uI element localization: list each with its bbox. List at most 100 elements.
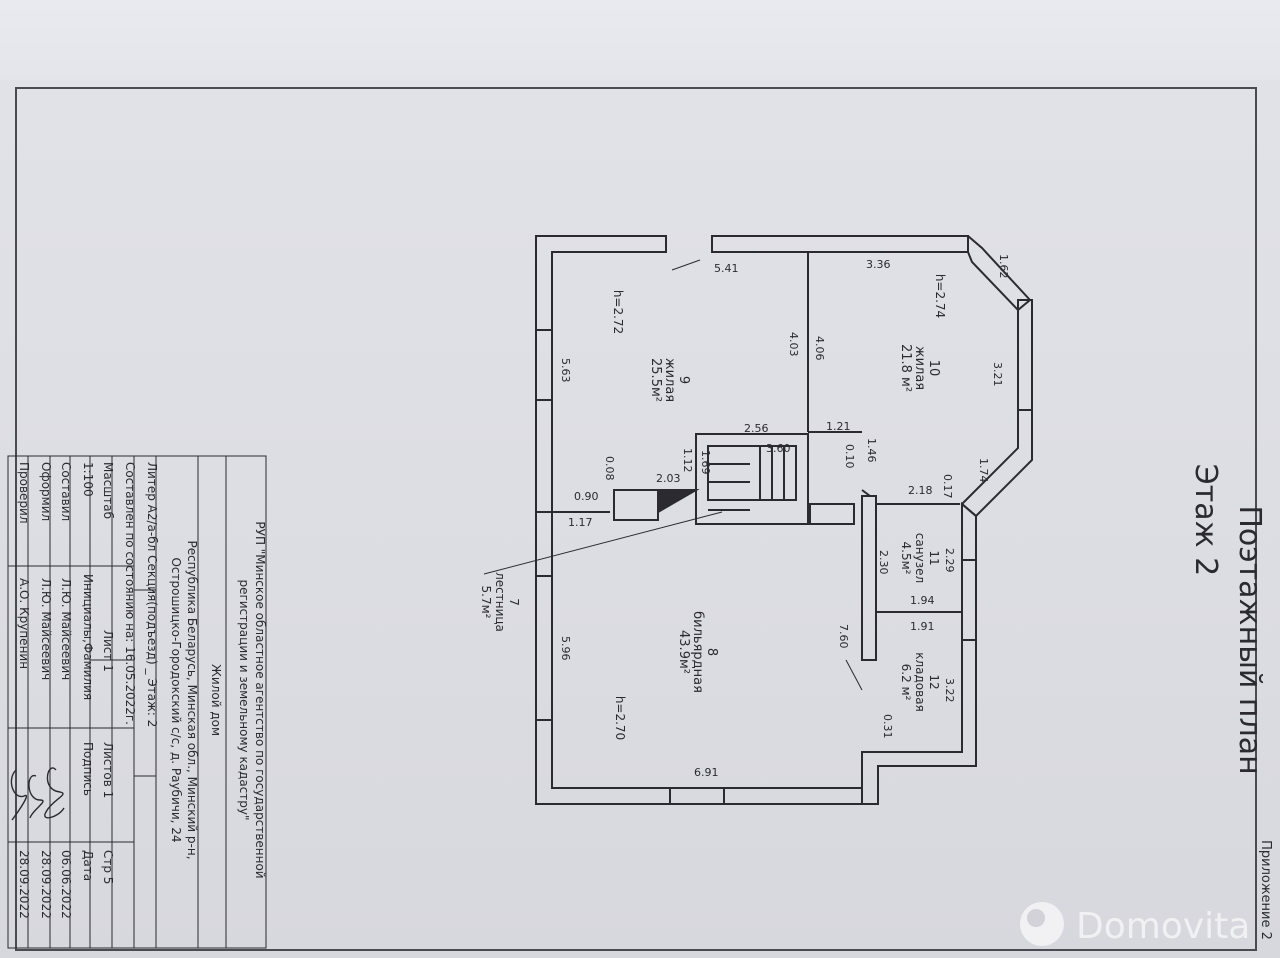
room-7-area: 5.7м² — [479, 586, 493, 619]
room-12-label: 12 кладовая 6.2 м² — [899, 652, 941, 712]
stamp-row1-date: 06.06.2022 — [59, 850, 73, 919]
drawing-frame — [15, 87, 1257, 951]
stamp-address1: Республика Беларусь, Минская обл., Минск… — [185, 540, 199, 859]
wall-right-bottom — [861, 639, 977, 805]
dim-3-60: 3.60 — [766, 442, 791, 455]
stamp-row1-name: Л.Ю. Майсеевич — [59, 578, 73, 680]
floor-label-block: Этаж 2 — [1188, 464, 1223, 576]
stamp-row2-date: 28.09.2022 — [39, 850, 53, 919]
staircase-box — [695, 433, 809, 525]
room-11-type: санузел — [913, 533, 927, 583]
dim-1-94: 1.94 — [910, 594, 935, 607]
dim-3-21: 3.21 — [991, 362, 1004, 387]
watermark-text: Domovita — [1076, 906, 1250, 947]
dim-2-18: 2.18 — [908, 484, 933, 497]
room-10-height: h=2.74 — [933, 274, 947, 318]
wall-bay-top — [967, 235, 1032, 312]
stamp-sheets-label: Листов 1 — [101, 742, 115, 798]
room-10-type: жилая — [912, 346, 927, 390]
dim-2-56: 2.56 — [744, 422, 769, 435]
dim-0-90: 0.90 — [574, 490, 599, 503]
wall-right-1 — [961, 501, 977, 561]
stamp-scale-label: Масштаб — [101, 462, 115, 519]
floor-label: Этаж 2 — [1188, 464, 1223, 576]
wall-bottom-right — [723, 787, 863, 805]
stamp-frame — [7, 455, 267, 949]
room-9-label: 9 жилая 25.5м² — [648, 358, 691, 402]
window-left-2 — [535, 511, 553, 577]
dim-0-08: 0.08 — [603, 456, 616, 481]
room-12-type: кладовая — [913, 652, 927, 712]
room-9-num: 9 — [676, 376, 691, 384]
room-8-type: бильярдная — [690, 611, 705, 693]
dim-3-22: 3.22 — [943, 678, 956, 703]
dim-5-63: 5.63 — [559, 358, 572, 383]
room-8-height-wrap: h=2.70 — [613, 696, 627, 740]
stamp-row1-role: Составил — [59, 462, 73, 521]
door-stair-8 — [809, 503, 855, 525]
appendix-block: Приложение 2 — [1258, 840, 1273, 940]
wall-bay-right — [1017, 299, 1033, 411]
wall-left-2 — [535, 575, 553, 721]
window-left-1 — [535, 329, 553, 401]
stamp-liter: Литер А2/а-бл Секция(подъезд) _ Этаж: 2 — [145, 462, 159, 727]
dim-1-17: 1.17 — [568, 516, 593, 529]
dim-0-10: 0.10 — [843, 444, 856, 469]
leader-9 — [671, 259, 701, 271]
stair-fill — [657, 489, 700, 514]
wall-top-right — [711, 235, 969, 253]
room-9-height: h=2.72 — [611, 290, 625, 334]
stamp-scale-value: 1:100 — [81, 462, 95, 497]
dim-1-62: 1.62 — [997, 254, 1010, 279]
dim-5-41: 5.41 — [714, 262, 739, 275]
dim-1-74: 1.74 — [977, 458, 990, 483]
dim-7-60: 7.60 — [837, 624, 850, 649]
signature-3 — [10, 769, 28, 821]
wall-bay-bottom — [960, 409, 1033, 518]
wall-left-1 — [535, 399, 553, 513]
dim-2-03: 2.03 — [656, 472, 681, 485]
signature-2 — [28, 775, 44, 819]
stamp-sheet-label: Лист 1 — [101, 630, 115, 672]
stamp-col-sign: Подпись — [81, 742, 95, 796]
dim-1-12: 1.12 — [681, 448, 694, 473]
dim-1-91: 1.91 — [910, 620, 935, 633]
room-9-height-wrap: h=2.72 — [611, 290, 625, 334]
room-7-type: лестница — [493, 572, 507, 632]
dim-2-29: 2.29 — [943, 548, 956, 573]
appendix-label: Приложение 2 — [1258, 840, 1273, 940]
room-10-label: 10 жилая 21.8 м² — [898, 344, 941, 392]
dim-1-46: 1.46 — [865, 438, 878, 463]
dim-1-21: 1.21 — [826, 420, 851, 433]
dim-2-30: 2.30 — [877, 550, 890, 575]
window-right — [961, 559, 977, 641]
stamp-org-line1: РУП "Минское областное агентство по госу… — [253, 521, 267, 878]
dimensions: 5.41 3.36 1.62 3.21 1.74 5.63 4.03 4.06 … — [559, 254, 1010, 779]
dim-4-06: 4.06 — [813, 336, 826, 361]
stamp-state-date: Составлен по состоянию на: 16.05.2022г. — [123, 462, 137, 725]
room-10-num: 10 — [926, 360, 941, 377]
room-9-type: жилая — [662, 358, 677, 402]
title-block: Поэтажный план — [1232, 505, 1267, 774]
stamp-row3-name: А.О. Крупенин — [17, 578, 31, 669]
room-10-area: 21.8 м² — [898, 344, 913, 392]
walls — [483, 235, 1033, 805]
stamp-col-names: Инициалы,Фамилия — [81, 574, 95, 700]
room-7-num: 7 — [507, 598, 521, 606]
stamp-row3-date: 28.09.2022 — [17, 850, 31, 919]
room-11-num: 11 — [927, 550, 941, 565]
watermark-logo-inner — [1027, 909, 1045, 927]
signatures — [10, 767, 65, 821]
window-bottom — [669, 787, 725, 805]
stamp-org-line2: регистрации и земельному кадастру" — [237, 579, 251, 820]
room-9-area: 25.5м² — [648, 358, 663, 402]
sheet-title: Поэтажный план — [1232, 505, 1267, 774]
leader-stair — [483, 511, 723, 575]
room-11-label: 11 санузел 4.5м² — [899, 533, 941, 583]
dim-0-17: 0.17 — [941, 474, 954, 499]
stamp-row2-role: Оформил — [39, 462, 53, 521]
room-7-label: 7 лестница 5.7м² — [479, 572, 521, 632]
stamp-table — [7, 455, 267, 949]
dim-4-03: 4.03 — [787, 332, 800, 357]
